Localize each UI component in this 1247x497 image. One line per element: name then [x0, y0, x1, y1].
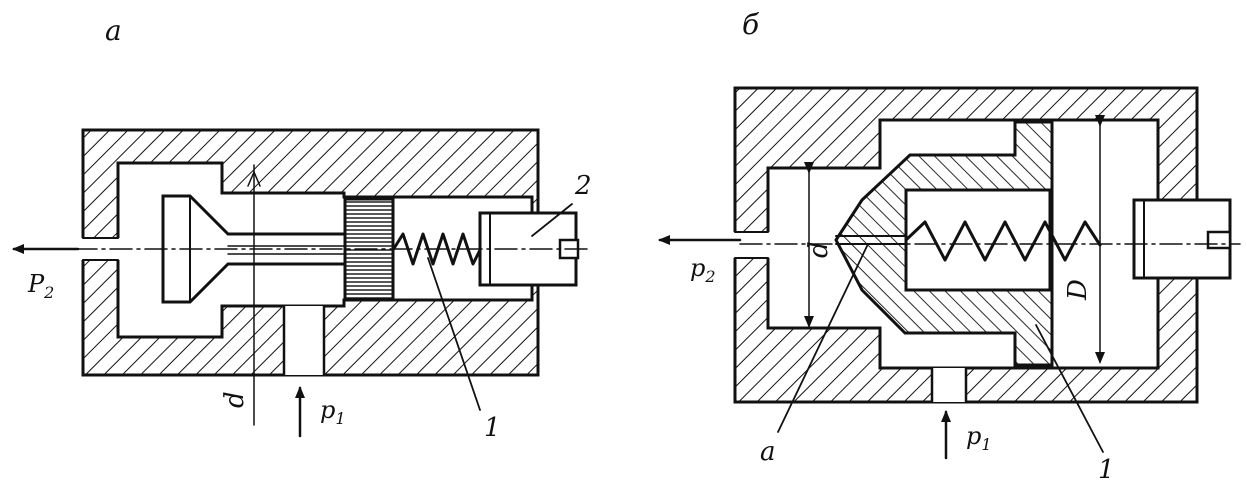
diagram-a-dimension-label: d — [220, 391, 250, 408]
diagram-a-label: а — [105, 14, 122, 47]
diagram-b-outlet-pressure-label: p2 — [690, 254, 716, 286]
diagram-a-callout-screw: 2 — [574, 171, 592, 201]
diagram-b-dimension-small-label: d — [804, 241, 834, 258]
diagram-a-outlet-pressure-label: P2 — [27, 270, 54, 302]
diagram-a-inlet-port — [284, 306, 324, 375]
diagram-a-inlet-pressure-label: p1 — [320, 396, 346, 428]
diagram-a-outlet-port — [80, 238, 120, 260]
diagram-b-callout-a: a — [760, 437, 776, 467]
diagram-b-differential-piston — [834, 120, 1054, 367]
diagram-b-adjusting-screw — [1132, 198, 1232, 280]
diagram-b: б p2 p1 d D a 1 — [658, 8, 1241, 485]
diagram-b-callout-1: 1 — [1098, 455, 1115, 485]
diagram-b-inlet-port — [932, 368, 966, 402]
diagram-a: а P2 p1 d 1 2 — [12, 14, 592, 443]
diagram-b-spring — [904, 220, 1102, 262]
diagram-b-inlet-pressure-label: p1 — [966, 422, 992, 454]
diagram-b-label: б — [742, 8, 760, 41]
diagram-b-housing — [733, 86, 1199, 404]
diagram-b-outlet-port — [732, 232, 770, 258]
diagram-b-dimension-large-label: D — [1063, 279, 1093, 301]
diagram-a-housing — [81, 128, 540, 377]
diagram-a-callout-spring: 1 — [484, 413, 501, 443]
